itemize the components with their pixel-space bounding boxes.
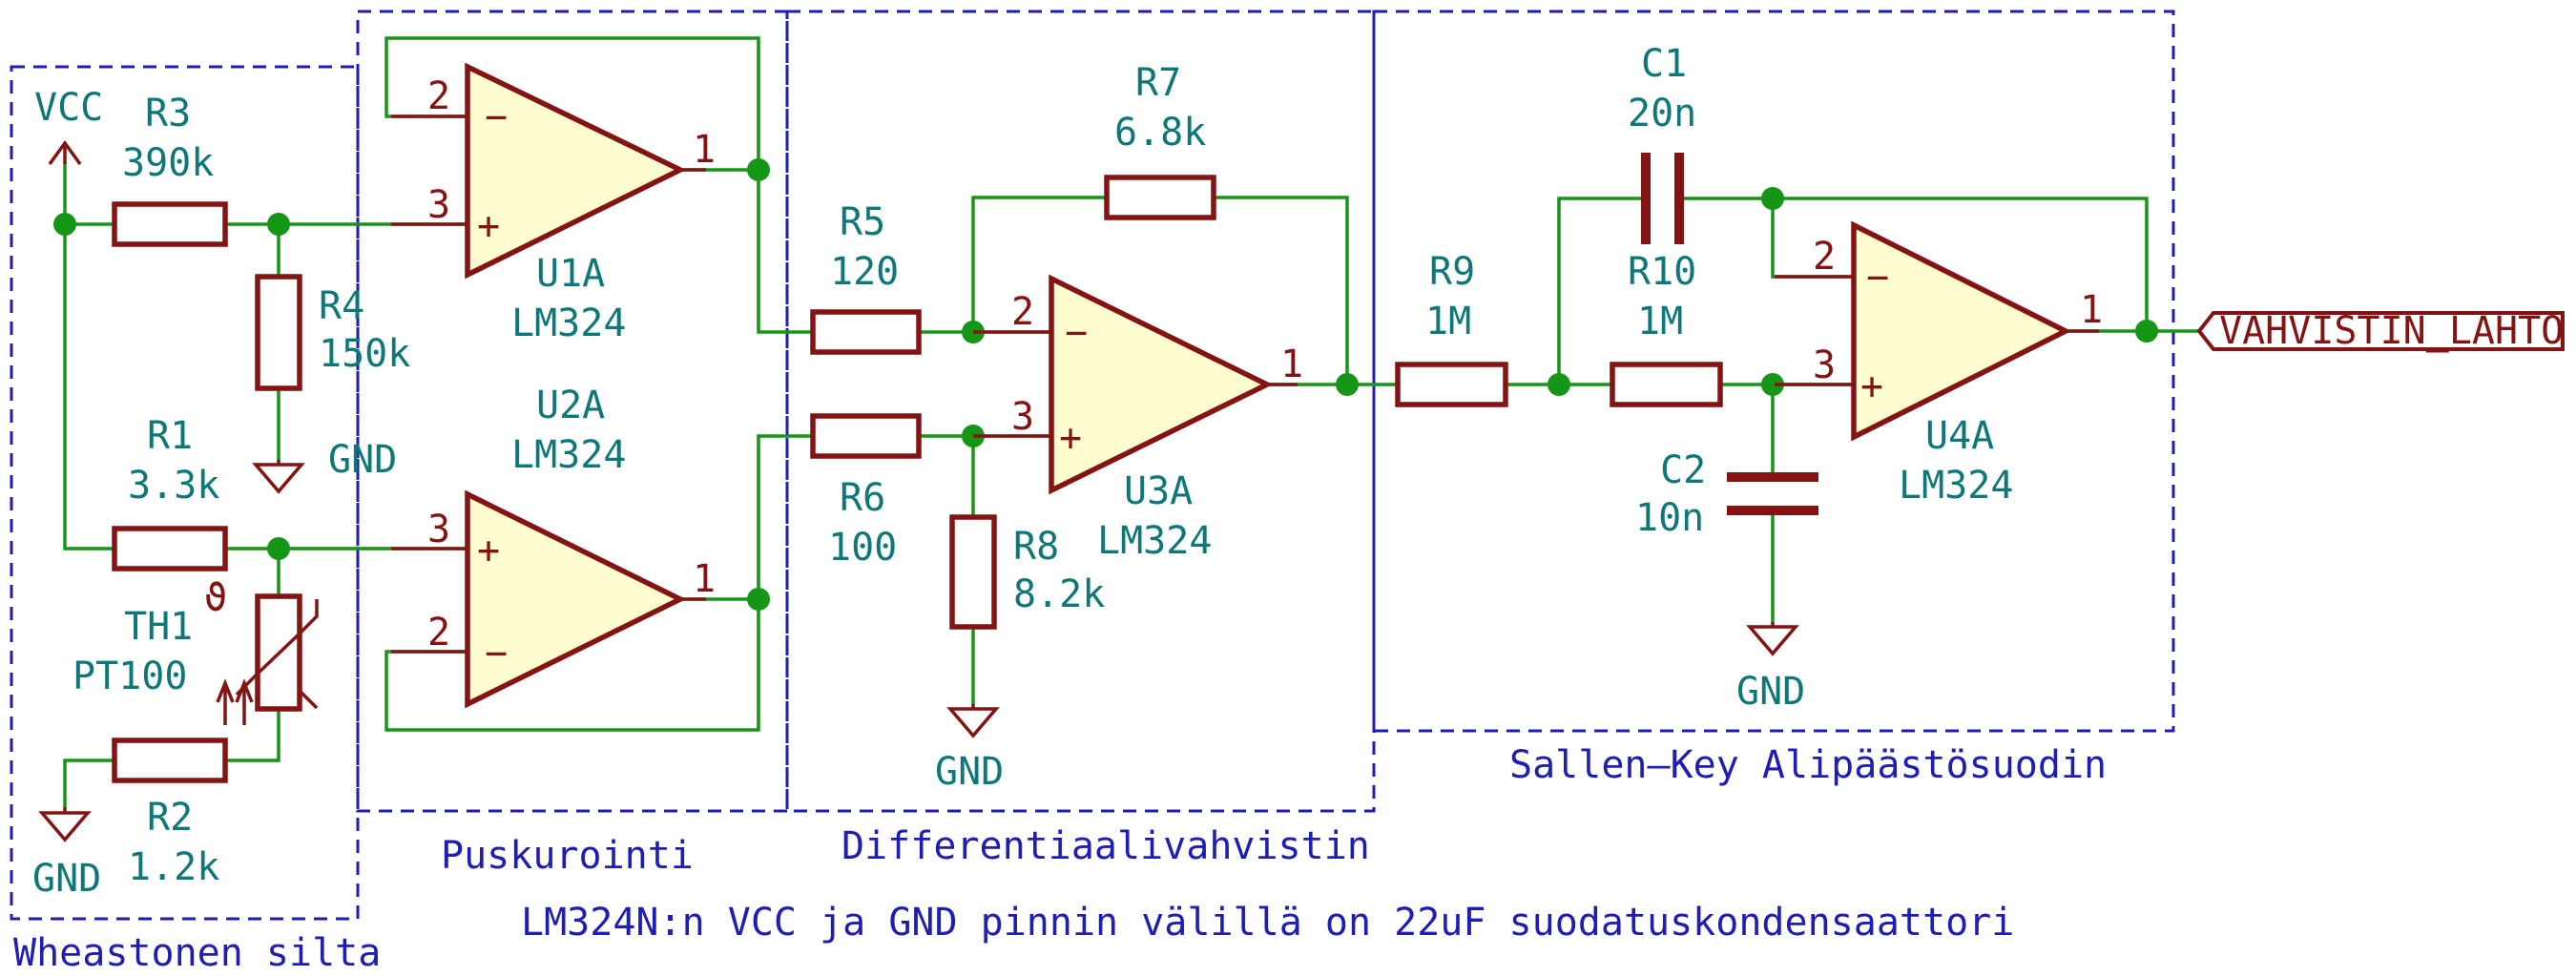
svg-text:150k: 150k [319,332,410,376]
svg-text:LM324: LM324 [1899,464,2013,508]
opamp-u3a: − + 2 3 1 U3A LM324 [973,274,1303,563]
svg-text:R9: R9 [1429,250,1475,294]
resistor-r10: R10 1M [1610,250,1723,407]
svg-text:2: 2 [427,74,450,118]
svg-text:1: 1 [693,557,716,601]
svg-text:GND: GND [328,438,397,482]
svg-text:R10: R10 [1628,250,1696,294]
svg-text:R8: R8 [1013,525,1059,569]
resistor-r6: R6 100 [810,413,922,570]
gnd-symbol-r4: GND [252,438,397,494]
svg-text:U2A: U2A [536,384,605,427]
section-label-filter: Sallen–Key Alipäästösuodin [1509,743,2107,787]
svg-text:GND: GND [935,750,1004,794]
svg-text:2: 2 [427,611,450,655]
svg-text:3: 3 [427,183,450,227]
svg-text:R2: R2 [147,796,193,840]
svg-text:1: 1 [693,128,716,172]
resistor-r1: R1 3.3k [112,414,228,572]
svg-text:120: 120 [830,250,899,294]
svg-text:+: + [1860,364,1883,408]
resistor-r2: R2 1.2k [112,738,228,889]
svg-text:VAHVISTIN_LAHTO: VAHVISTIN_LAHTO [2219,309,2564,353]
svg-text:390k: 390k [122,141,214,185]
svg-text:1M: 1M [1637,300,1683,343]
svg-text:U4A: U4A [1925,414,1994,458]
svg-text:2: 2 [1011,290,1034,334]
svg-text:TH1: TH1 [124,605,193,649]
note-text: LM324N:n VCC ja GND pinnin välillä on 22… [521,901,2014,945]
svg-text:LM324: LM324 [511,433,626,477]
svg-text:−: − [485,632,508,676]
svg-text:C1: C1 [1641,42,1687,86]
svg-text:100: 100 [828,526,897,570]
svg-text:GND: GND [1736,670,1805,714]
svg-text:2: 2 [1813,235,1836,279]
svg-text:C2: C2 [1660,448,1706,492]
svg-text:U1A: U1A [536,252,605,296]
resistor-r5: R5 120 [810,200,922,355]
opamp-u1a: − + 2 3 1 U1A LM324 [391,62,716,345]
svg-text:+: + [1059,416,1082,460]
svg-text:3.3k: 3.3k [128,464,219,508]
gnd-symbol-r8: GND [935,704,1004,794]
svg-text:−: − [1866,256,1889,300]
thermistor-th1: ϑ TH1 PT100 [73,576,319,725]
svg-text:R5: R5 [840,200,885,244]
svg-text:−: − [1065,311,1088,355]
svg-text:1M: 1M [1425,300,1471,343]
svg-text:6.8k: 6.8k [1114,111,1206,155]
svg-text:R6: R6 [840,476,885,520]
opamp-u2a: + − 3 2 1 U2A LM324 [391,384,716,709]
svg-text:1: 1 [1280,343,1303,386]
svg-text:3: 3 [427,508,450,551]
svg-text:R7: R7 [1135,61,1181,105]
capacitor-c1: C1 20n [1628,42,1696,244]
svg-text:1: 1 [2080,288,2103,332]
svg-text:−: − [485,95,508,139]
resistor-r9: R9 1M [1395,250,1508,407]
gnd-symbol-r2: GND [32,807,101,901]
resistor-r7: R7 6.8k [1104,61,1216,220]
svg-text:20n: 20n [1628,92,1696,135]
svg-text:+: + [477,529,500,572]
svg-text:1.2k: 1.2k [128,845,219,889]
svg-text:3: 3 [1813,343,1836,387]
resistor-r4: R4 150k [255,274,410,391]
vcc-symbol: VCC [34,86,103,166]
output-label: VAHVISTIN_LAHTO [2196,309,2565,353]
svg-text:ϑ: ϑ [204,576,227,620]
svg-text:VCC: VCC [34,86,103,130]
section-label-bridge: Wheastonen silta [13,931,381,975]
svg-text:GND: GND [32,857,101,901]
svg-text:U3A: U3A [1124,469,1193,513]
svg-text:PT100: PT100 [73,655,187,698]
svg-text:LM324: LM324 [511,301,626,345]
svg-text:R3: R3 [145,92,191,135]
resistor-r3: R3 390k [112,92,228,247]
section-label-buffer: Puskurointi [441,834,694,878]
frame-filter [1372,10,2175,733]
wires [63,36,2201,809]
svg-text:3: 3 [1011,395,1034,439]
svg-text:LM324: LM324 [1097,519,1212,563]
capacitor-c2: C2 10n [1635,448,1818,540]
svg-text:+: + [477,204,500,248]
svg-text:8.2k: 8.2k [1013,572,1105,616]
resistor-r8: R8 8.2k [949,514,1105,630]
svg-text:10n: 10n [1635,496,1704,540]
opamp-u4a: − + 2 3 1 U4A LM324 [1775,220,2103,508]
svg-text:R4: R4 [319,284,364,328]
section-label-diffamp: Differentiaalivahvistin [841,824,1370,868]
gnd-symbol-c2: GND [1736,622,1805,714]
svg-text:R1: R1 [147,414,193,458]
frame-diffamp [785,10,1376,813]
